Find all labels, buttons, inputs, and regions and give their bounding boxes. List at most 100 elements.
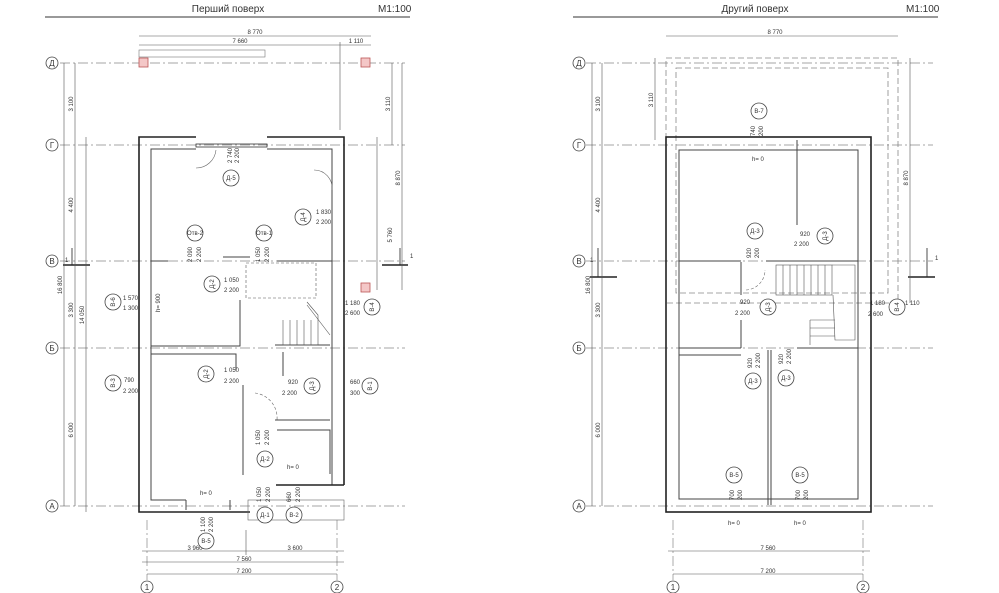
tag: Д-2	[256, 450, 274, 468]
label: 1 110	[349, 39, 364, 45]
label: Д-2	[210, 279, 216, 289]
label: 2 200	[794, 242, 810, 248]
label: 1	[65, 258, 69, 264]
floor2-scale: М1:100	[906, 4, 940, 15]
label: 3 100	[596, 96, 602, 112]
label: 6 000	[596, 422, 602, 438]
grid-row-bubbles: Д Г В Б А	[572, 56, 586, 513]
label: 16 800	[58, 275, 64, 294]
tag: В-4	[363, 298, 381, 316]
label: 1 050	[256, 246, 262, 262]
label: 920	[747, 247, 753, 258]
label: 1 180	[870, 301, 886, 307]
tag: Д-1	[256, 506, 274, 524]
roof-outline-inner	[675, 67, 889, 294]
label: 2 200	[756, 352, 762, 368]
label: 1 050	[256, 429, 262, 445]
tag: Отв-2	[186, 224, 204, 242]
label: В	[576, 257, 581, 266]
label: Д-1	[260, 513, 270, 519]
label: 1	[410, 254, 414, 260]
label: Б	[49, 344, 54, 353]
label: В-3	[111, 378, 117, 388]
door-swing	[745, 269, 766, 291]
label: 2 600	[345, 311, 361, 317]
label: В-4	[895, 302, 901, 312]
door-swings	[195, 149, 333, 421]
label: 1	[935, 256, 939, 262]
label: 200	[804, 489, 810, 500]
label: 200	[755, 247, 761, 258]
label: Д	[49, 59, 55, 68]
label: Д-2	[260, 457, 270, 463]
label: 1	[145, 583, 150, 592]
tag: В-2	[285, 506, 303, 524]
column	[138, 57, 149, 68]
label: 3 600	[287, 546, 303, 552]
grid-lines	[60, 62, 405, 580]
label: 2 600	[868, 312, 884, 318]
label: В-6	[111, 297, 117, 307]
label: h= 0	[794, 521, 807, 527]
label: 920	[288, 380, 299, 386]
label: 8 870	[396, 170, 402, 186]
label: 7 200	[236, 569, 252, 575]
label: 700	[730, 489, 736, 500]
label: h= 0	[200, 491, 213, 497]
label: 2 200	[265, 246, 271, 262]
label: 920	[748, 357, 754, 368]
interior-walls	[151, 256, 332, 510]
opening-tags: Д-5 Д-4 Отв-2 Отв-1 Д-2 В-6 В-4 Д-2 Д-3 …	[104, 169, 381, 550]
label: 2 200	[735, 311, 751, 317]
label: 3 960	[187, 546, 203, 552]
floor2-title: Другий поверх	[721, 4, 788, 15]
label: 200	[759, 125, 765, 136]
grid-row-bubbles: Д Г В Б А	[45, 56, 59, 513]
tag: Д-3	[744, 372, 762, 390]
dimensions-left: 3 100 4 400 16 800 3 300 14 050 6 000	[58, 63, 87, 512]
exterior-walls	[138, 136, 345, 513]
label: 5 760	[388, 227, 394, 243]
label: 2 200	[224, 379, 240, 385]
label: h= 0	[287, 465, 300, 471]
tag: Д-3	[777, 369, 795, 387]
label: 7 660	[232, 39, 248, 45]
label: 1 180	[345, 301, 361, 307]
tag: В-1	[361, 377, 379, 395]
label: 2 200	[209, 516, 215, 532]
label: 1 050	[224, 278, 240, 284]
label: 2 200	[316, 220, 332, 226]
label: 2 200	[266, 486, 272, 502]
label: 1 050	[257, 486, 263, 502]
label: 2 200	[265, 429, 271, 445]
beam	[138, 49, 266, 58]
staircase	[245, 262, 331, 346]
label: 920	[740, 300, 751, 306]
label: h= 900	[156, 293, 162, 312]
label: 2 200	[123, 389, 139, 395]
label: 300	[350, 391, 361, 397]
label: В-4	[370, 302, 376, 312]
tag: Д-3	[816, 227, 834, 245]
tag: Отв-1	[255, 224, 273, 242]
interior-walls	[679, 140, 858, 505]
label: 920	[800, 232, 811, 238]
label: Г	[50, 141, 55, 150]
floor1-plan: Перший поверх М1:100 Д Г В Б А 1 2 1 1	[45, 4, 414, 593]
floor1-title: Перший поверх	[192, 4, 264, 15]
label: 8 770	[247, 30, 263, 36]
label: Д-2	[204, 369, 210, 379]
label: 1 830	[316, 210, 332, 216]
tag: Д-3	[759, 298, 777, 316]
label: 4 400	[69, 197, 75, 213]
tag: Д-3	[303, 377, 321, 395]
label: 2 090	[188, 246, 194, 262]
label: В-5	[201, 539, 211, 545]
label: h= 0	[728, 521, 741, 527]
label: 2 200	[787, 348, 793, 364]
label: В-5	[795, 473, 805, 479]
dimensions-bottom: 3 960 3 600 7 560 7 200	[142, 530, 344, 575]
label: 1 050	[224, 368, 240, 374]
label: Д-5	[226, 176, 236, 182]
